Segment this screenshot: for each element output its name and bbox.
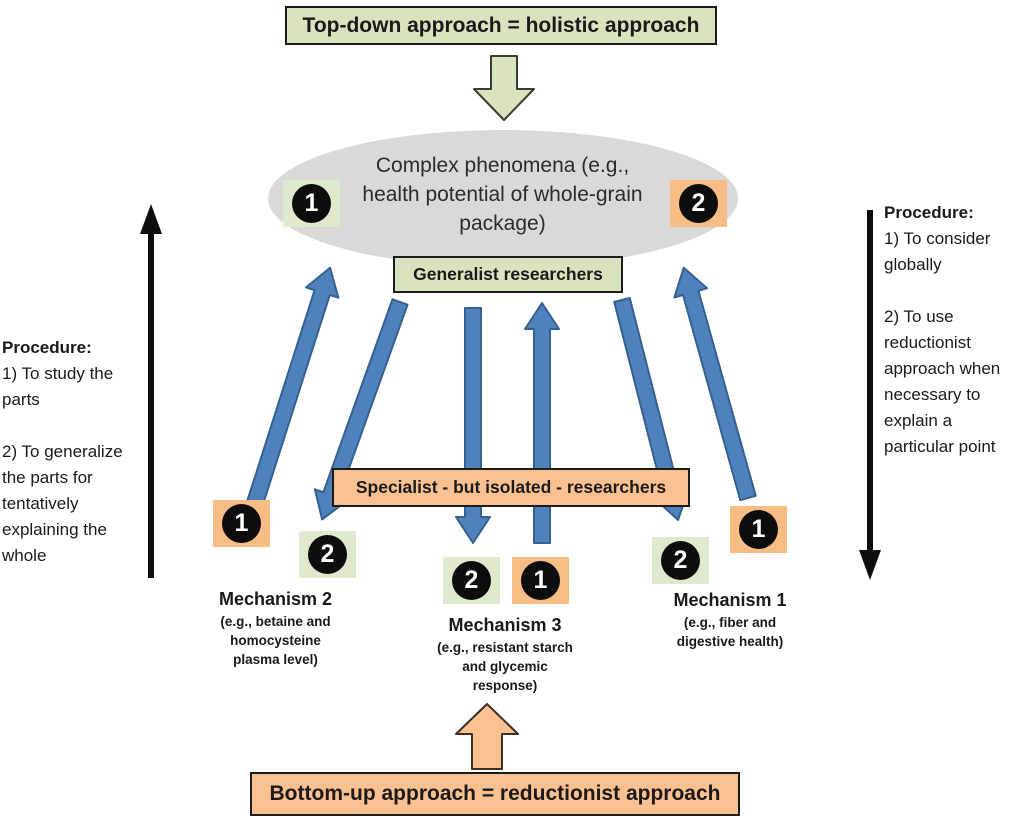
mechanism-2-badge-1-disc: 1 [222,504,261,543]
procedure-left-up-arrow-icon [140,204,162,578]
procedure-right-title: Procedure: [884,203,974,222]
mechanism-3-badge-1-disc: 1 [521,561,560,600]
mechanism-1-title: Mechanism 1 [673,590,787,610]
mechanism-1-badge-1-number: 1 [751,515,766,543]
procedure-right-item-2: 2) To use reductionist approach when nec… [884,307,1001,456]
specialist-researchers-box: Specialist - but isolated - researchers [332,468,690,507]
mechanism-2-badge-2: 2 [299,531,356,578]
mechanism-1-badge-2-number: 2 [673,546,688,574]
phenomena-line-3: package) [459,212,546,235]
mechanism-3-badge-1-number: 1 [533,566,548,594]
mechanism-2-group: Mechanism 2 (e.g., betaine and homocyste… [208,589,343,669]
phenomena-line-2: health potential of whole-grain [362,183,643,206]
bottom-up-orange-arrow-icon [455,703,519,770]
mechanism-3-badge-2-number: 2 [464,566,479,594]
procedure-left-panel: Procedure: 1) To study the parts 2) To g… [2,335,150,569]
badge-1-disc: 1 [292,184,331,223]
mechanism-2-badge-1-number: 1 [234,509,249,537]
mechanism-1-badge-2-disc: 2 [661,541,700,580]
mechanism-2-title: Mechanism 2 [218,589,333,609]
procedure-left-item-1: 1) To study the parts [2,364,114,409]
mechanism-3-title: Mechanism 3 [448,615,562,635]
top-approach-label: Top-down approach = holistic approach [302,13,700,37]
procedure-left-item-2: 2) To generalize the parts for tentative… [2,442,123,565]
mechanism-1-badge-2: 2 [652,537,709,584]
blue-arrow-up-center [524,302,560,544]
mechanism-2-badge-2-number: 2 [320,540,335,568]
complex-phenomena-ellipse [268,130,738,267]
complex-phenomena-text: Complex phenomena (e.g., health potentia… [330,151,675,238]
bottom-approach-box: Bottom-up approach = reductionist approa… [250,772,740,816]
phenomena-badge-2: 2 [670,180,727,227]
mechanism-1-group: Mechanism 1 (e.g., fiber and digestive h… [660,590,800,651]
mechanism-3-group: Mechanism 3 (e.g., resistant starch and … [434,615,576,695]
badge-1-number: 1 [304,189,319,217]
blue-arrow-up-right-outer [673,266,757,502]
procedure-right-item-1: 1) To consider globally [884,229,991,274]
blue-arrow-down-center [455,307,491,544]
generalist-researchers-box: Generalist researchers [393,256,623,293]
procedure-left-title: Procedure: [2,338,92,357]
procedure-right-down-arrow-icon [859,210,881,580]
mechanism-3-badge-2-disc: 2 [452,561,491,600]
blue-arrow-up-left-outer [239,266,340,529]
specialist-researchers-label: Specialist - but isolated - researchers [355,477,667,497]
badge-2-number: 2 [691,189,706,217]
mechanism-1-subtitle: (e.g., fiber and digestive health) [676,615,784,649]
mechanism-3-badge-2: 2 [443,557,500,604]
top-down-green-arrow-icon [473,55,535,121]
badge-2-disc: 2 [679,184,718,223]
mechanism-3-badge-1: 1 [512,557,569,604]
mechanism-2-badge-1: 1 [213,500,270,547]
mechanism-1-badge-1: 1 [730,506,787,553]
phenomena-line-1: Complex phenomena (e.g., [375,154,630,177]
bottom-approach-label: Bottom-up approach = reductionist approa… [269,782,721,805]
mechanism-3-subtitle: (e.g., resistant starch and glycemic res… [437,640,573,693]
mechanism-2-badge-2-disc: 2 [308,535,347,574]
phenomena-badge-1: 1 [283,180,340,227]
mechanism-1-badge-1-disc: 1 [739,510,778,549]
mechanism-2-subtitle: (e.g., betaine and homocysteine plasma l… [220,614,331,667]
top-approach-box: Top-down approach = holistic approach [285,6,717,45]
procedure-right-panel: Procedure: 1) To consider globally 2) To… [884,200,1024,460]
generalist-researchers-label: Generalist researchers [413,264,603,284]
